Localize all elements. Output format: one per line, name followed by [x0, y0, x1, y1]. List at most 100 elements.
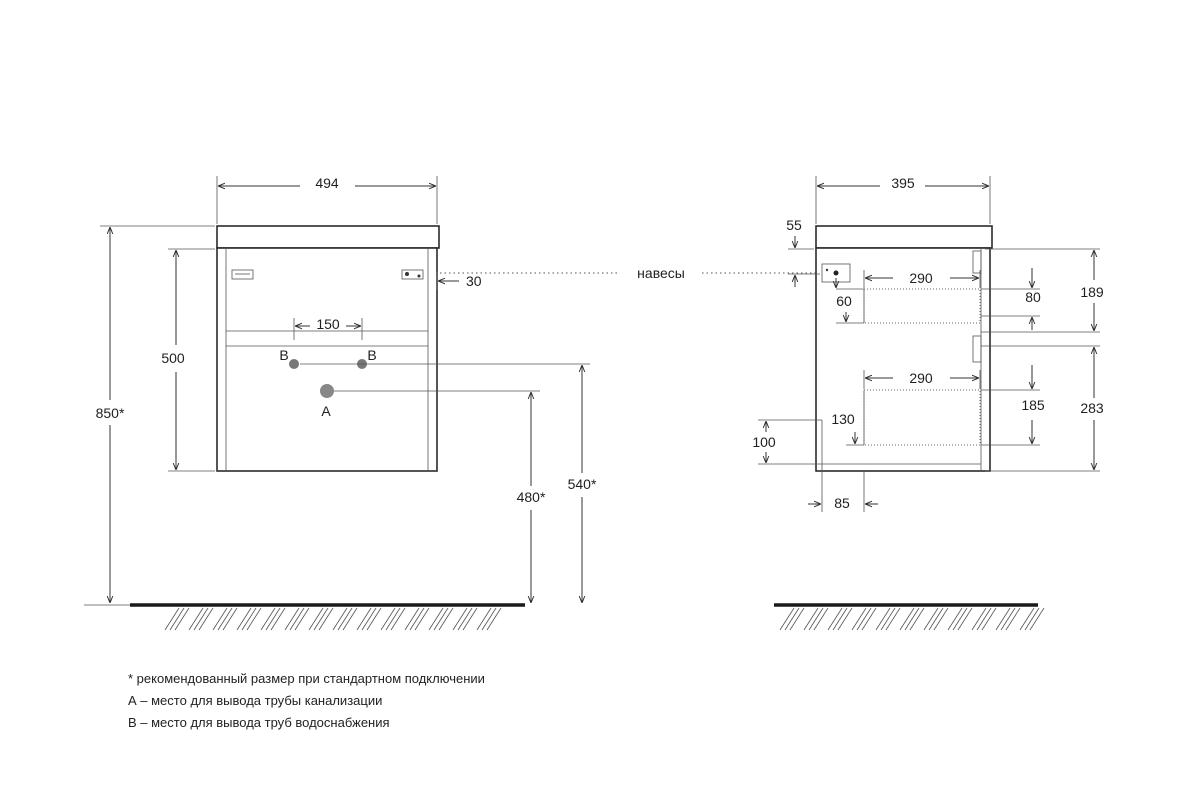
- hatch-line: [813, 607, 829, 631]
- hatch-line: [971, 607, 987, 631]
- hatch-line: [260, 607, 276, 631]
- hatch-line: [433, 607, 449, 631]
- hatch-line: [236, 607, 252, 631]
- note-pipe-a: А – место для вывода трубы канализации: [128, 693, 383, 708]
- legend-notes: * рекомендованный размер при стандартном…: [128, 668, 485, 734]
- hinge-right-icon: [401, 269, 424, 280]
- side-top-thickness-label: 55: [786, 217, 802, 233]
- hatch-line: [174, 607, 190, 631]
- hatch-line: [193, 607, 209, 631]
- front-pipe-spacing-label: 150: [316, 316, 340, 332]
- side-floor-hatch: [779, 607, 1045, 631]
- hatch-line: [995, 607, 1011, 631]
- hatch-line: [385, 607, 401, 631]
- hatch-line: [837, 607, 853, 631]
- hatch-line: [856, 607, 872, 631]
- hatch-line: [198, 607, 214, 631]
- hatch-line: [875, 607, 891, 631]
- hatch-line: [784, 607, 800, 631]
- hatch-line: [462, 607, 478, 631]
- hatch-line: [904, 607, 920, 631]
- side-top-drawer-height-label: 80: [1025, 289, 1041, 305]
- hatch-line: [270, 607, 286, 631]
- side-rear-offset-label: 85: [834, 495, 850, 511]
- hatch-line: [909, 607, 925, 631]
- hatch-line: [923, 607, 939, 631]
- hatch-line: [952, 607, 968, 631]
- hatch-line: [779, 607, 795, 631]
- hatch-line: [438, 607, 454, 631]
- hatch-line: [476, 607, 492, 631]
- front-floor-hatch: [164, 607, 502, 631]
- hatch-line: [164, 607, 180, 631]
- hatch-line: [188, 607, 204, 631]
- hatch-line: [337, 607, 353, 631]
- side-bottom-section-label: 283: [1080, 400, 1104, 416]
- hatch-line: [313, 607, 329, 631]
- front-supply-height-label: 540*: [568, 476, 597, 492]
- front-drain-height-label: 480*: [517, 489, 546, 505]
- hatch-line: [284, 607, 300, 631]
- side-depth-label: 395: [891, 175, 915, 191]
- hatch-line: [803, 607, 819, 631]
- hinges-label: навесы: [637, 265, 685, 281]
- side-top-drawer-offset-label: 60: [836, 293, 852, 309]
- hatch-line: [947, 607, 963, 631]
- hatch-line: [976, 607, 992, 631]
- hatch-line: [222, 607, 238, 631]
- hatch-line: [861, 607, 877, 631]
- hatch-line: [169, 607, 185, 631]
- front-total-height-label: 850*: [96, 405, 125, 421]
- side-bottom-drawer-depth-label: 290: [909, 370, 933, 386]
- hatch-line: [933, 607, 949, 631]
- hatch-line: [1029, 607, 1045, 631]
- hatch-line: [217, 607, 233, 631]
- front-view: 494 500 850* 30 150 B B A 480*: [84, 175, 597, 631]
- side-view: 395 55 290 60 80 189 290: [752, 175, 1104, 631]
- side-countertop: [815, 225, 993, 249]
- hatch-line: [342, 607, 358, 631]
- hatch-line: [332, 607, 348, 631]
- side-bottom-drawer: [863, 389, 981, 446]
- hatch-line: [380, 607, 396, 631]
- hatch-line: [1005, 607, 1021, 631]
- hatch-line: [789, 607, 805, 631]
- hatch-line: [428, 607, 444, 631]
- hatch-line: [366, 607, 382, 631]
- hatch-line: [486, 607, 502, 631]
- front-countertop: [216, 225, 440, 249]
- hatch-line: [414, 607, 430, 631]
- hatch-line: [318, 607, 334, 631]
- note-pipe-b: В – место для вывода труб водоснабжения: [128, 715, 390, 730]
- hatch-line: [481, 607, 497, 631]
- hatch-line: [885, 607, 901, 631]
- hatch-line: [356, 607, 372, 631]
- pipe-b-left-icon: [289, 359, 299, 369]
- side-bottom-drawer-offset-label: 130: [831, 411, 855, 427]
- hatch-line: [981, 607, 997, 631]
- pipe-a-icon: [320, 384, 334, 398]
- pipe-a-label: A: [321, 403, 331, 419]
- hatch-line: [308, 607, 324, 631]
- hatch-line: [361, 607, 377, 631]
- hatch-line: [851, 607, 867, 631]
- hatch-line: [404, 607, 420, 631]
- side-floor-gap-label: 100: [752, 434, 776, 450]
- hatch-line: [1000, 607, 1016, 631]
- hatch-line: [880, 607, 896, 631]
- front-width-label: 494: [315, 175, 339, 191]
- hatch-line: [1024, 607, 1040, 631]
- hatch-line: [246, 607, 262, 631]
- hatch-line: [265, 607, 281, 631]
- hatch-line: [241, 607, 257, 631]
- hatch-line: [289, 607, 305, 631]
- hatch-line: [928, 607, 944, 631]
- hatch-line: [957, 607, 973, 631]
- front-hinge-offset-label: 30: [466, 273, 482, 289]
- hatch-line: [899, 607, 915, 631]
- hatch-line: [827, 607, 843, 631]
- hatch-line: [212, 607, 228, 631]
- hatch-line: [294, 607, 310, 631]
- side-top-drawer-depth-label: 290: [909, 270, 933, 286]
